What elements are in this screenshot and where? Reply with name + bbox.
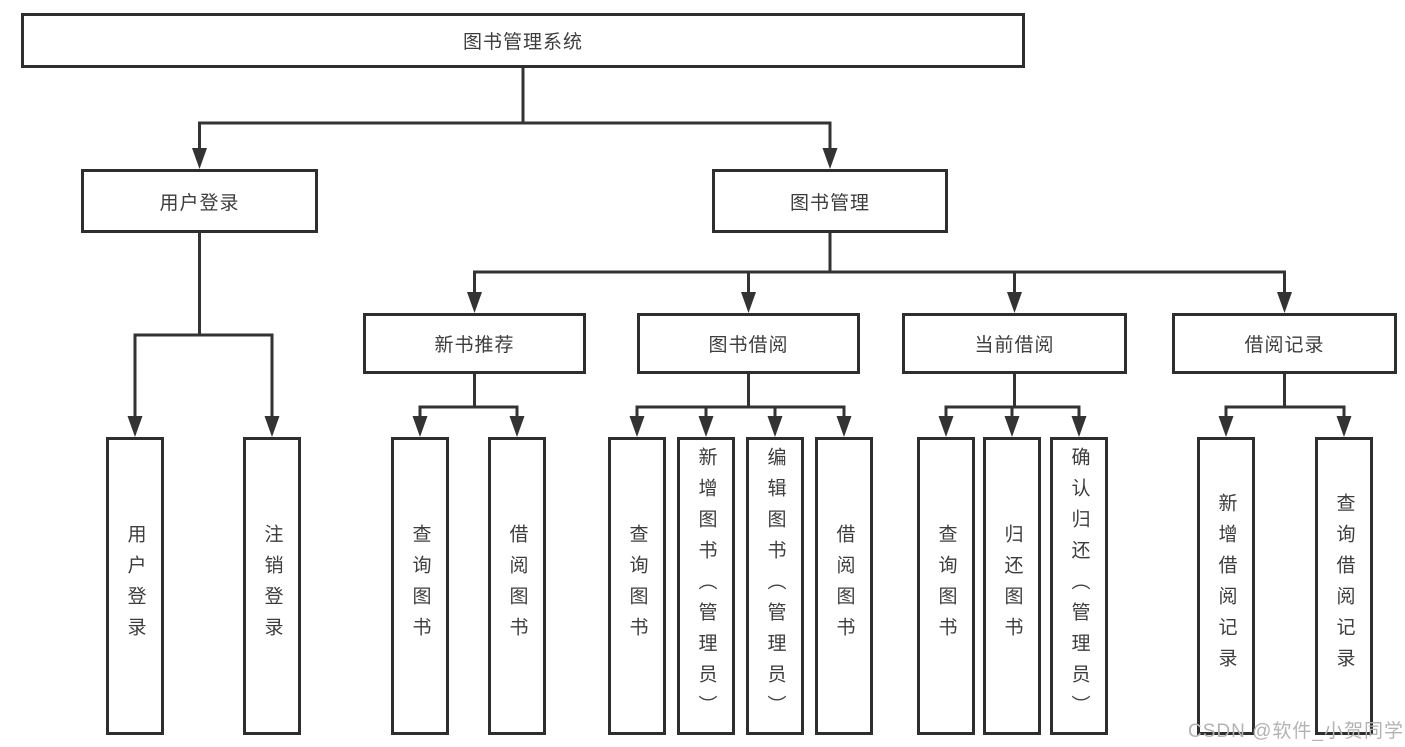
arrowhead-icon <box>741 292 756 313</box>
node-book-borrow: 图书借阅 <box>637 313 860 374</box>
connector-group <box>629 374 852 437</box>
node-leaf-query-books-3: 查询图书 <box>917 437 975 735</box>
arrowhead-icon <box>1336 416 1352 437</box>
node-leaf-borrow-books-2: 借阅图书 <box>815 437 873 735</box>
arrowhead-icon <box>698 416 714 437</box>
arrowhead-icon <box>264 416 280 437</box>
node-leaf-user-login: 用户登录 <box>106 437 164 735</box>
node-leaf-borrow-books-1: 借阅图书 <box>488 437 546 735</box>
node-user-login: 用户登录 <box>81 169 318 233</box>
connector-group <box>192 68 838 169</box>
node-leaf-edit-books-admin: 编辑图书（管理员） <box>746 437 804 735</box>
node-leaf-query-books-2: 查询图书 <box>608 437 666 735</box>
arrowhead-icon <box>822 148 838 169</box>
arrowhead-icon <box>1004 416 1020 437</box>
node-book-management: 图书管理 <box>712 169 948 233</box>
node-leaf-return-books: 归还图书 <box>983 437 1041 735</box>
node-leaf-query-books-1: 查询图书 <box>391 437 449 735</box>
arrowhead-icon <box>938 416 954 437</box>
connector-group <box>938 374 1087 437</box>
arrowhead-icon <box>1218 416 1234 437</box>
connector-group <box>412 374 525 437</box>
arrowhead-icon <box>1277 292 1292 313</box>
node-leaf-add-books-admin: 新增图书（管理员） <box>677 437 735 735</box>
arrowhead-icon <box>412 416 428 437</box>
connector-group <box>467 233 1292 313</box>
arrowhead-icon <box>1071 416 1087 437</box>
node-new-book-recommend: 新书推荐 <box>363 313 586 374</box>
node-leaf-query-borrow-record: 查询借阅记录 <box>1315 437 1373 735</box>
node-current-borrow: 当前借阅 <box>902 313 1127 374</box>
arrowhead-icon <box>767 416 783 437</box>
arrowhead-icon <box>629 416 645 437</box>
node-root: 图书管理系统 <box>21 13 1025 68</box>
connector-group <box>1218 374 1352 437</box>
watermark-text: CSDN @软件_小贺同学 <box>1188 721 1404 742</box>
arrowhead-icon <box>127 416 143 437</box>
node-borrow-records: 借阅记录 <box>1172 313 1397 374</box>
arrowhead-icon <box>836 416 852 437</box>
node-leaf-add-borrow-record: 新增借阅记录 <box>1197 437 1255 735</box>
arrowhead-icon <box>509 416 525 437</box>
node-leaf-logout: 注销登录 <box>243 437 301 735</box>
arrowhead-icon <box>192 148 207 169</box>
arrowhead-icon <box>1007 292 1022 313</box>
node-leaf-confirm-return-admin: 确认归还（管理员） <box>1050 437 1108 735</box>
arrowhead-icon <box>467 292 482 313</box>
connector-group <box>127 233 280 437</box>
